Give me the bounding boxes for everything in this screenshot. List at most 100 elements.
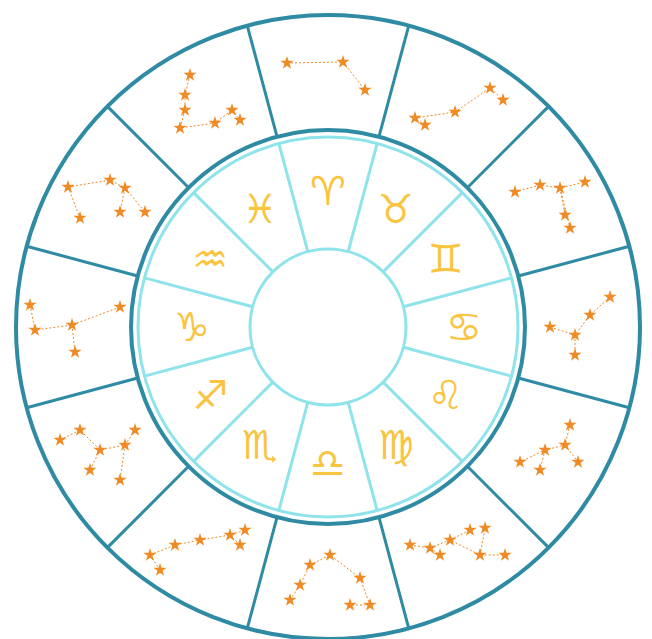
sign-divider [144, 278, 252, 307]
star [65, 318, 78, 331]
constellation [403, 521, 511, 561]
segment-divider [379, 26, 409, 137]
star [571, 455, 584, 468]
segment-divider [518, 246, 629, 276]
star [53, 433, 66, 446]
star [508, 185, 521, 198]
constellation [408, 81, 509, 131]
star [293, 578, 306, 591]
star [403, 538, 416, 551]
zodiac-sign: ♎ [310, 443, 346, 483]
sign-divider [403, 278, 511, 307]
inner-band-ring [138, 137, 518, 517]
star [68, 345, 81, 358]
star [578, 175, 591, 188]
star [513, 455, 526, 468]
star [303, 558, 316, 571]
constellation-line [290, 555, 370, 605]
star [118, 438, 131, 451]
star [280, 56, 293, 69]
constellation-line [415, 88, 503, 125]
star [103, 173, 116, 186]
star [463, 523, 476, 536]
star [358, 83, 371, 96]
star [233, 113, 246, 126]
segment-divider [247, 517, 277, 628]
zodiac-sign: ♓ [242, 189, 278, 229]
constellation [53, 423, 141, 486]
star [533, 178, 546, 191]
star [178, 88, 191, 101]
zodiac-sign: ♐ [192, 375, 228, 415]
star [225, 103, 238, 116]
star [193, 533, 206, 546]
star [128, 423, 141, 436]
sign-divider [279, 143, 308, 251]
star [113, 300, 126, 313]
zodiac-sign: ♋ [446, 307, 482, 347]
segment-divider [379, 517, 409, 628]
star [533, 463, 546, 476]
constellation-line [410, 540, 505, 555]
star [323, 548, 336, 561]
outer-ring [16, 15, 640, 639]
constellations [23, 55, 616, 611]
star [563, 221, 576, 234]
segment-divider [27, 246, 138, 276]
star [418, 118, 431, 131]
constellation-line [30, 305, 120, 330]
star [563, 418, 576, 431]
star [553, 181, 566, 194]
star [568, 348, 581, 361]
star [138, 205, 151, 218]
constellation [173, 68, 246, 134]
segment-divider [107, 106, 188, 187]
constellation [513, 418, 584, 476]
star [283, 593, 296, 606]
segment-divider [107, 466, 188, 547]
constellation-line [120, 445, 125, 480]
star [113, 473, 126, 486]
zodiac-sign: ♏ [242, 425, 278, 465]
zodiac-sign: ♉ [378, 189, 414, 229]
star [483, 81, 496, 94]
segment-divider [27, 378, 138, 408]
star [173, 121, 186, 134]
zodiac-sign: ♌ [428, 375, 464, 415]
star [208, 116, 221, 129]
star [583, 308, 596, 321]
segment-divider [518, 378, 629, 408]
segment-divider [467, 106, 548, 187]
star [83, 463, 96, 476]
constellation [280, 55, 371, 96]
star [353, 571, 366, 584]
star [478, 521, 491, 534]
star [178, 103, 191, 116]
star [73, 211, 86, 224]
zodiac-sign: ♈ [310, 171, 346, 211]
sign-divider [403, 347, 511, 376]
constellation-line [60, 430, 135, 450]
star [238, 523, 251, 536]
sign-divider [348, 402, 377, 510]
star [538, 443, 551, 456]
star [443, 533, 456, 546]
star [423, 541, 436, 554]
constellation [508, 175, 591, 234]
zodiac-sign: ♑ [174, 307, 210, 347]
star [61, 180, 74, 193]
zodiac-sign: ♊ [428, 239, 464, 279]
segment-divider [467, 466, 548, 547]
star [363, 598, 376, 611]
constellation-line [515, 182, 585, 192]
star [73, 423, 86, 436]
star [153, 563, 166, 576]
star [93, 443, 106, 456]
star [603, 290, 616, 303]
star [168, 538, 181, 551]
segment-divider [247, 26, 277, 137]
constellation [23, 298, 126, 358]
star [473, 548, 486, 561]
